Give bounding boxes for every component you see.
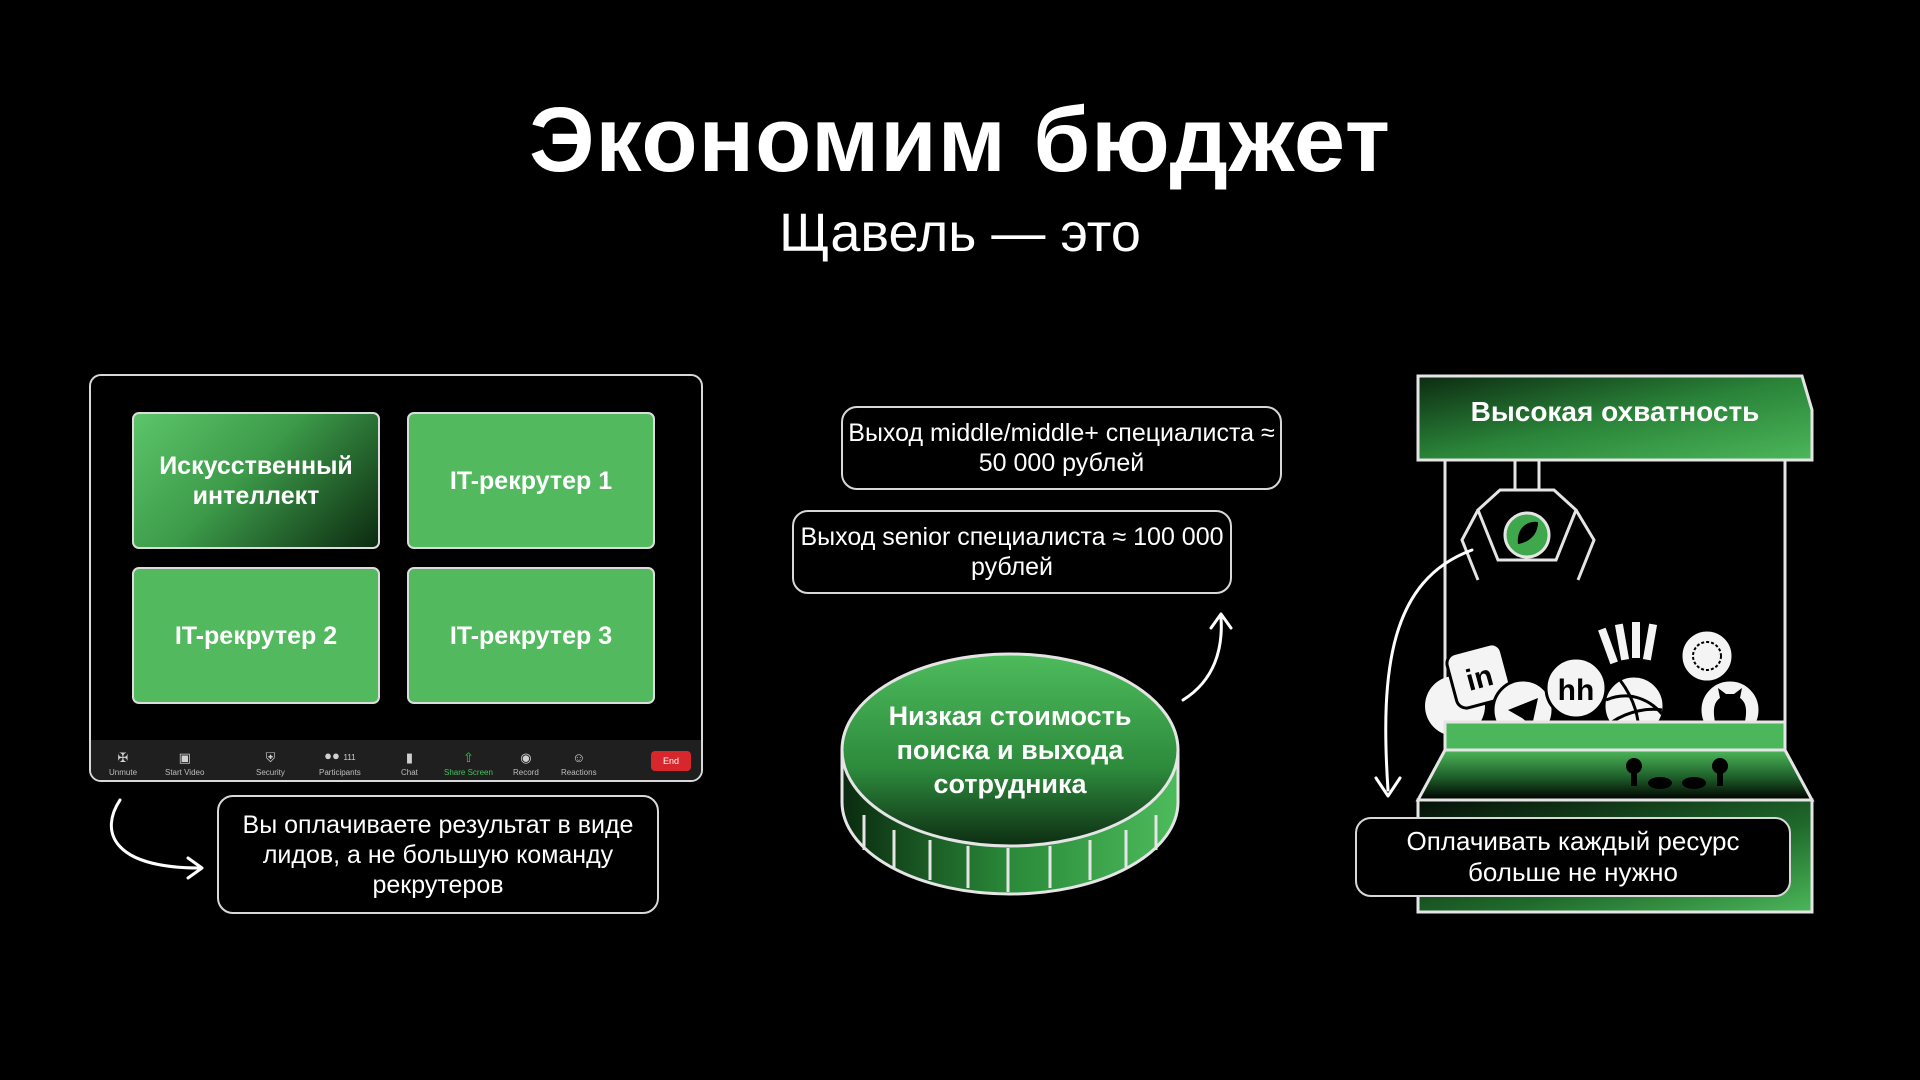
mic-muted-icon: ✠ <box>117 750 129 765</box>
habr-icon <box>1679 628 1735 684</box>
tile-recruiter-1: IT-рекрутер 1 <box>407 412 655 549</box>
video-off-icon: ▣ <box>178 750 191 765</box>
tile-recruiter-2: IT-рекрутер 2 <box>132 567 380 704</box>
senior-exit-box: Выход senior специалиста ≈ 100 000 рубле… <box>792 510 1232 594</box>
reactions-icon: ☺ <box>572 750 586 765</box>
leaf-icon <box>1517 521 1538 544</box>
curved-arrow-up-icon <box>1181 612 1233 702</box>
participants-button[interactable]: ●● 111 Participants <box>319 748 361 778</box>
security-button[interactable]: ⛨ Security <box>256 750 285 778</box>
shield-icon: ⛨ <box>265 750 276 765</box>
tile-recruiter-3: IT-рекрутер 3 <box>407 567 655 704</box>
chat-icon: ▮ <box>405 750 414 765</box>
curved-arrow-left-icon <box>110 798 204 880</box>
chat-button[interactable]: ▮ Chat <box>401 750 418 778</box>
participants-icon: ●● 111 <box>324 748 356 763</box>
page-title: Экономим бюджет <box>529 89 1391 191</box>
participants-count: 111 <box>343 753 356 762</box>
reactions-button[interactable]: ☺ Reactions <box>561 750 597 778</box>
share-screen-icon: ⇧ <box>463 750 474 765</box>
unmute-button[interactable]: ✠ Unmute <box>109 750 138 778</box>
coin-label: Низкая стоимость поиска и выхода сотрудн… <box>888 701 1132 799</box>
svg-text:hh: hh <box>1558 674 1595 707</box>
arcade-title: Высокая охватность <box>1470 396 1760 427</box>
arcade-note-box: Оплачивать каждый ресурс больше не нужно <box>1355 817 1791 897</box>
tile-ai: Искусственный интеллект <box>132 412 380 549</box>
hh-icon: hh <box>1544 656 1608 720</box>
page-subtitle: Щавель — это <box>779 203 1141 263</box>
record-button[interactable]: ◉ Record <box>513 750 539 778</box>
coin-icon <box>840 652 1180 896</box>
end-call-button[interactable]: End <box>651 751 691 771</box>
linkedin-icon: in <box>1445 642 1513 710</box>
call-toolbar: ✠ Unmute ▣ Start Video ⛨ Security ●● 111… <box>91 740 701 780</box>
share-screen-button[interactable]: ⇧ Share Screen <box>444 750 493 778</box>
left-note-box: Вы оплачиваете результат в виде лидов, а… <box>217 795 659 914</box>
stackoverflow-icon <box>1598 622 1658 665</box>
video-call-window: Искусственный интеллект IT-рекрутер 1 IT… <box>89 374 703 782</box>
start-video-button[interactable]: ▣ Start Video <box>165 750 205 778</box>
record-icon: ◉ <box>520 750 532 765</box>
middle-exit-box: Выход middle/middle+ специалиста ≈ 50 00… <box>841 406 1282 490</box>
